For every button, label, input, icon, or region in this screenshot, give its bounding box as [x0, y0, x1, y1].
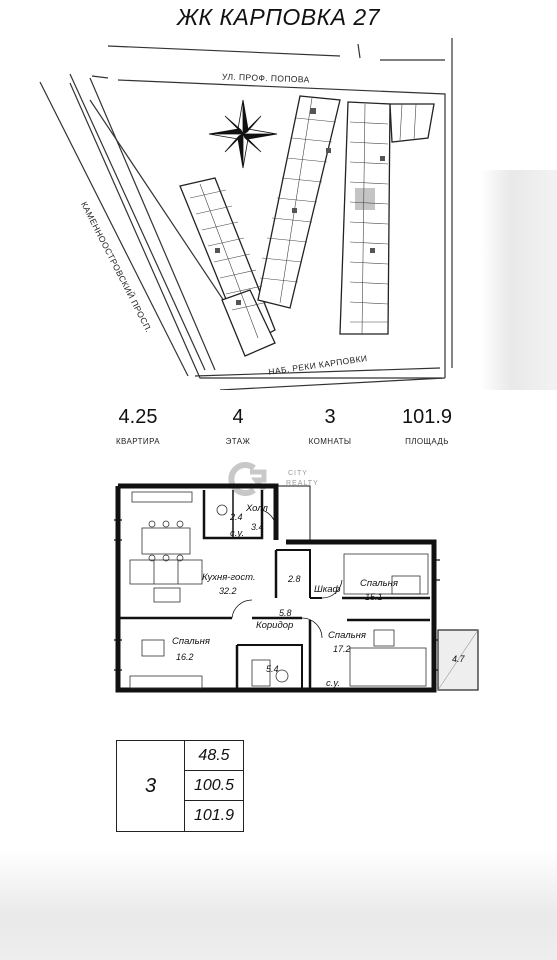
watermark-icon: [228, 462, 267, 496]
room-bedroom3-label: Спальня: [328, 630, 366, 641]
stat-apartment-value: 4.25: [118, 406, 158, 428]
room-hall-label: Холл: [246, 503, 268, 514]
site-map: [0, 38, 557, 391]
room-kitchen-label: Кухня-гост.: [202, 572, 256, 583]
stat-area-value: 101.9: [401, 406, 453, 428]
room-bedroom1-label: Спальня: [360, 578, 398, 589]
room-bedroom1-area: 15.1: [365, 592, 383, 602]
balcony-area: 4.7: [452, 654, 465, 664]
stat-floor-label: ЭТАЖ: [225, 437, 251, 446]
scan-shadow-right: [480, 170, 557, 390]
area-table-rooms: 3: [117, 741, 185, 831]
room-corridor-area: 5.8: [279, 608, 292, 618]
site-map-drawing: [39, 38, 453, 391]
room-wardrobe-label: Шкаф: [314, 584, 341, 595]
area-summary-table: 3 48.5 100.5 101.9: [116, 740, 244, 832]
area-table-value-1: 48.5: [185, 741, 243, 771]
room-hall-area: 3.4: [251, 522, 264, 532]
watermark-text-1: CITY: [288, 470, 308, 477]
room-wardrobe-area: 2.8: [288, 574, 301, 584]
watermark-logo: [228, 462, 270, 501]
room-wc1-area: 2.4: [230, 512, 243, 522]
room-wc2-label: с.у.: [326, 678, 341, 689]
room-bedroom2-area: 16.2: [176, 652, 194, 662]
room-corridor-label: Коридор: [256, 620, 294, 631]
compass-rose-icon: [208, 99, 278, 169]
stat-area-label: ПЛОЩАДЬ: [405, 437, 449, 446]
room-bedroom3-area: 17.2: [333, 644, 351, 654]
area-table-value-2: 100.5: [185, 771, 243, 801]
stat-floor-value: 4: [232, 406, 244, 428]
floor-plan: [112, 480, 484, 698]
scan-shadow-bottom: [0, 850, 557, 960]
floor-plan-drawing: [114, 483, 479, 693]
watermark-text-2: REALTY: [286, 480, 319, 487]
stat-apartment-label: КВАРТИРА: [115, 437, 161, 446]
room-kitchen-area: 32.2: [219, 586, 237, 596]
stat-rooms-label: КОМНАТЫ: [308, 437, 352, 446]
room-wc1-label: с.у.: [230, 528, 245, 539]
stat-rooms-value: 3: [324, 406, 336, 428]
area-table-value-3: 101.9: [193, 807, 235, 824]
room-wc2-area: 5.4: [266, 664, 279, 674]
room-bedroom2-label: Спальня: [172, 636, 210, 647]
page-title: ЖК КАРПОВКА 27: [176, 4, 381, 30]
